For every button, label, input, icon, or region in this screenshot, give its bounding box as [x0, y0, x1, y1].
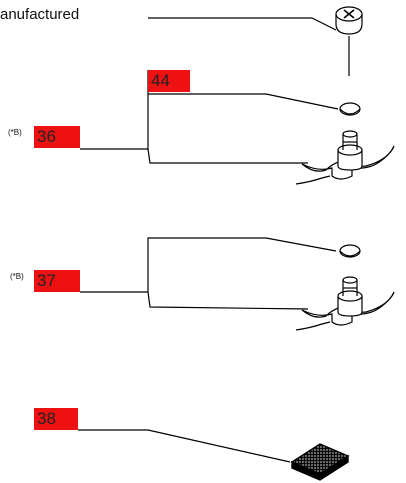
leader-line-37 [80, 291, 309, 310]
note-36: (*B) [8, 128, 22, 137]
blade-icon-2 [295, 276, 395, 331]
sharpening-stone-icon [290, 443, 350, 481]
part-label-37: 37 [34, 270, 80, 292]
part-label-36: 36 [34, 126, 80, 148]
note-37: (*B) [10, 272, 24, 281]
leader-line-44 [148, 93, 339, 110]
leader-line-caption [148, 17, 337, 31]
leader-line-36 [80, 70, 149, 150]
leader-line-37-top [147, 237, 337, 292]
seal-ring-icon-2 [339, 244, 361, 258]
blade-icon [295, 130, 395, 185]
part-label-38: 38 [34, 408, 78, 430]
seal-ring-icon [339, 102, 361, 116]
part-label-44: 44 [148, 70, 190, 92]
leader-lines [78, 17, 350, 463]
caption-text: anufactured [0, 6, 80, 23]
leader-line-38 [78, 429, 291, 463]
leader-line-36-blade [147, 148, 308, 164]
screw-icon [335, 6, 363, 35]
